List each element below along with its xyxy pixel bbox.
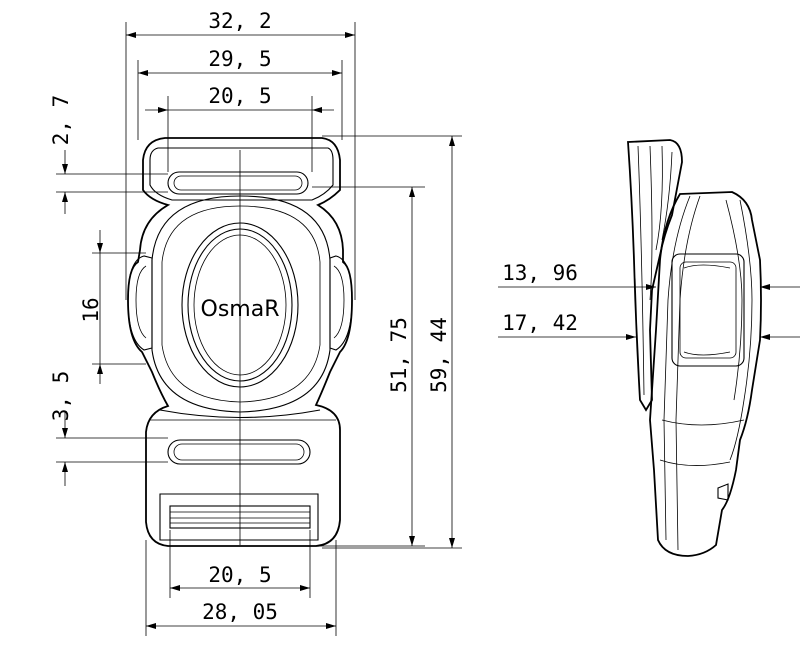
arrow-thickness-b-left: [626, 334, 636, 340]
left-button-groove: [135, 265, 147, 339]
dim-width-strap-bottom: 20, 5: [208, 563, 271, 587]
dim-slot-top: 2, 7: [49, 95, 73, 146]
arrow-button-bottom: [97, 364, 103, 374]
dim-thickness-b: 17, 42: [502, 311, 578, 335]
dim-width-mid: 29, 5: [208, 47, 271, 71]
dim-height-overall: 59, 44: [427, 317, 451, 393]
dim-side-button: 16: [79, 297, 103, 322]
right-button-groove: [333, 265, 345, 339]
body-line-1: [663, 195, 691, 541]
bottom-slot-inner: [173, 443, 305, 461]
dim-thickness-a: 13, 96: [502, 261, 578, 285]
front-view: OsmaR: [127, 137, 353, 547]
dim-width-overall: 32, 2: [208, 9, 271, 33]
top-band: [149, 147, 334, 201]
window-curve-bottom: [683, 351, 731, 356]
body-curve-lower: [659, 459, 731, 466]
front-dimensions: 32, 2 29, 5 20, 5 2, 7 16 3, 5 51, 75: [49, 9, 462, 636]
window-curve-top: [683, 264, 731, 269]
side-dimensions: 13, 96 17, 42: [498, 261, 800, 340]
body-curve-mid: [661, 419, 745, 426]
right-side-button: [329, 255, 353, 351]
bottom-slot: [167, 439, 311, 465]
body-line-3: [729, 199, 753, 461]
arrow-strap-top-left: [158, 107, 168, 113]
bottom-bar-slot: [169, 505, 311, 529]
top-slot: [167, 171, 309, 195]
body-line-4: [725, 199, 743, 401]
side-clip-arm: [627, 139, 683, 412]
side-body: [649, 191, 762, 557]
dim-slot-bottom: 3, 5: [49, 371, 73, 422]
bottom-bar: [159, 493, 319, 541]
top-slot-inner: [173, 175, 303, 191]
clip-line-1: [637, 145, 645, 396]
side-button-window: [671, 253, 745, 367]
left-side-button: [127, 255, 153, 351]
lower-arc: [159, 409, 321, 419]
arrow-thickness-a-left: [646, 284, 656, 290]
arrow-thickness-a-right: [760, 284, 770, 290]
bottom-notch: [717, 483, 729, 501]
side-button-window-inner: [679, 261, 737, 359]
arrow-thickness-b-right: [760, 334, 770, 340]
clip-line-4: [661, 151, 673, 241]
body-line-2: [675, 195, 701, 551]
clip-line-2: [649, 145, 653, 301]
arrow-strap-top-right: [312, 107, 322, 113]
clip-line-3: [655, 145, 663, 251]
dim-width-strap-top: 20, 5: [208, 84, 271, 108]
side-view: [627, 139, 762, 557]
arrow-button-top: [97, 243, 103, 253]
dim-height-inner: 51, 75: [387, 317, 411, 393]
dim-width-bottom: 28, 05: [202, 600, 278, 624]
